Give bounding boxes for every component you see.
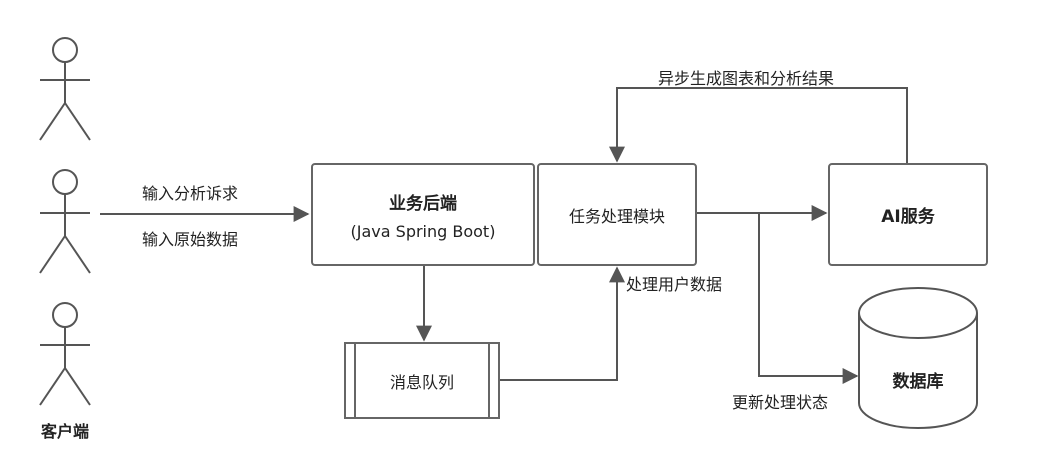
ai-service-label: AI服务 <box>881 207 935 227</box>
queue-label: 消息队列 <box>389 373 454 392</box>
edge-label-input-request: 输入分析诉求 <box>142 184 239 203</box>
edge-label-process-user-data: 处理用户数据 <box>626 275 723 294</box>
backend-node: 业务后端 (Java Spring Boot) <box>311 163 535 266</box>
task-module-label: 任务处理模块 <box>568 206 665 226</box>
backend-title: 业务后端 <box>389 193 457 214</box>
edge-label-async-generate: 异步生成图表和分析结果 <box>658 69 835 88</box>
backend-subtitle: (Java Spring Boot) <box>350 221 496 241</box>
client-label: 客户端 <box>40 422 89 441</box>
edge-task-to-db <box>758 213 859 384</box>
actor-icon-bottom <box>39 302 91 406</box>
edge-ai-to-task <box>609 87 908 163</box>
actor-icon-middle <box>39 169 91 274</box>
queue-shape <box>344 342 500 419</box>
edge-label-input-data: 输入原始数据 <box>142 230 239 249</box>
actor-icon-top <box>39 37 91 141</box>
ai-service-node: AI服务 <box>828 163 988 266</box>
database-label: 数据库 <box>892 372 944 392</box>
edge-label-update-status: 更新处理状态 <box>732 393 829 412</box>
task-module-node: 任务处理模块 <box>537 163 697 266</box>
edge-queue-to-task <box>500 266 625 381</box>
database-shape <box>858 287 978 429</box>
